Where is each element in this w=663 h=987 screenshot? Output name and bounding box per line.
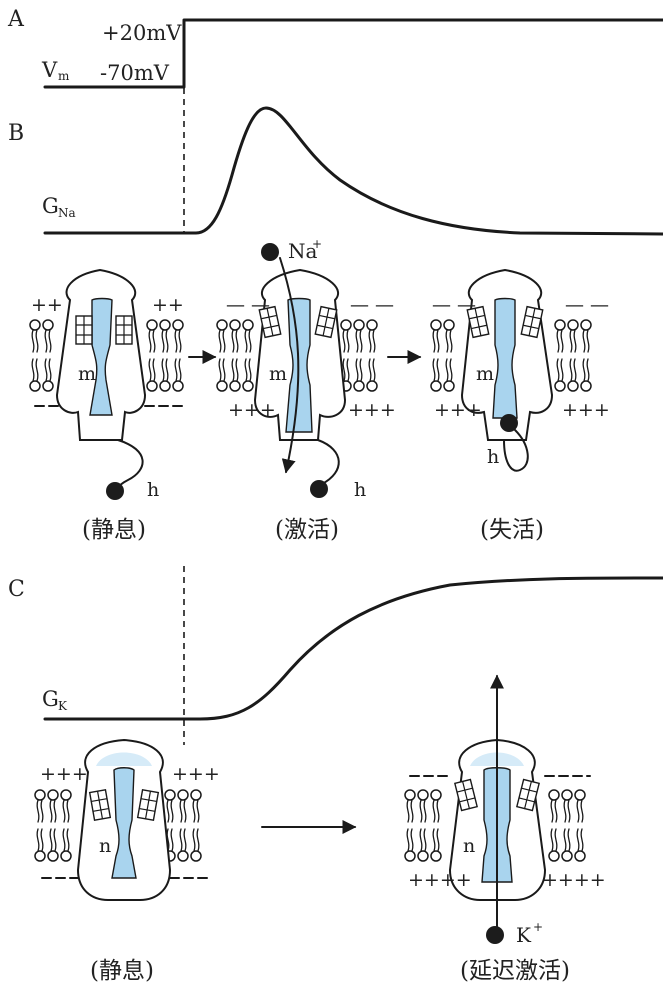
- gk-subscript: K: [58, 699, 68, 713]
- charge-active-bottom-right: +++: [348, 399, 396, 421]
- potassium-conductance-trace: [43, 576, 663, 721]
- h-gate-tether: [116, 439, 144, 490]
- vm-label: V m: [41, 58, 70, 83]
- k-charge-top-right: +++: [172, 763, 220, 785]
- k-ion-charge: +: [533, 920, 543, 934]
- h-gate-tether-active: [317, 439, 340, 485]
- h-gate-label: h: [147, 479, 159, 501]
- charge-inact-top-right: — —: [565, 294, 609, 316]
- membrane-right: [146, 319, 184, 392]
- gna-subscript: Na: [58, 206, 76, 220]
- na-state-inactivated-caption: (失活): [480, 517, 544, 543]
- voltage-low-label: -70mV: [100, 61, 170, 85]
- voltage-high-label: +20mV: [102, 21, 182, 45]
- channel-pore: [89, 297, 113, 416]
- charge-inact-bottom-right: +++: [562, 399, 610, 421]
- k-ion: [486, 926, 504, 944]
- charge-active-top-right: — —: [350, 294, 394, 316]
- na-channel-active: m Na + h — — — — +++ +++: [216, 237, 396, 501]
- charge-top-left: ++: [31, 294, 63, 316]
- panel-a-label: A: [7, 7, 25, 32]
- voltage-step-trace: [43, 18, 663, 89]
- na-influx-arrow: [279, 257, 300, 474]
- sodium-conductance-trace: [43, 106, 663, 236]
- vm-symbol: V: [41, 58, 58, 82]
- charge-active-bottom-left: +++: [228, 399, 276, 421]
- n-gate-label: n: [99, 835, 111, 857]
- k-channel-resting: n +++ +++: [34, 738, 220, 901]
- n-gate-label-active: n: [463, 835, 475, 857]
- k-charge-bottom-left: ++++: [408, 869, 472, 891]
- na-ion-charge: +: [312, 237, 322, 251]
- panel-c-label: C: [8, 577, 25, 602]
- k-channel-cap-dots: [96, 752, 152, 766]
- charge-active-top-left: — —: [226, 294, 270, 316]
- membrane-left: [29, 319, 54, 392]
- gna-symbol: G: [42, 194, 59, 218]
- m-gate-label-inactivated: m: [476, 363, 494, 385]
- k-charge-bottom-right: ++++: [542, 869, 606, 891]
- na-ion: [261, 243, 279, 261]
- m-gate-label-active: m: [269, 363, 287, 385]
- na-channel-resting: m h ++ ++: [29, 268, 184, 501]
- na-channel-inactivated: m h — — — — +++ +++: [430, 268, 610, 472]
- k-charge-top-left: +++: [40, 763, 88, 785]
- h-gate-ball: [106, 482, 124, 500]
- na-ion-symbol: Na: [288, 239, 318, 263]
- gk-symbol: G: [42, 687, 59, 711]
- k-ion-symbol: K: [516, 923, 532, 947]
- h-gate-ball-active: [310, 480, 328, 498]
- vm-subscript: m: [58, 69, 70, 83]
- na-ion-label: Na +: [288, 237, 322, 263]
- panel-b-label: B: [8, 121, 24, 146]
- k-state-resting-caption: (静息): [90, 958, 154, 984]
- k-state-delayed-caption: (延迟激活): [460, 958, 570, 984]
- charge-inact-bottom-left: +++: [434, 399, 482, 421]
- k-ion-label: K +: [516, 920, 543, 947]
- na-state-resting-caption: (静息): [82, 517, 146, 543]
- charge-top-right: ++: [152, 294, 184, 316]
- gk-label: G K: [42, 687, 68, 713]
- gate-subunit-right: [115, 315, 133, 345]
- k-channel-delayed-active: n K + ++++ ++++: [404, 674, 606, 947]
- h-gate-label-active: h: [354, 479, 366, 501]
- gna-label: G Na: [42, 194, 76, 220]
- na-state-active-caption: (激活): [275, 517, 339, 543]
- h-gate-label-inactivated: h: [487, 446, 499, 468]
- h-gate-tether-inactivated: [503, 429, 529, 472]
- m-gate-label: m: [78, 363, 96, 385]
- h-gate-ball-blocking: [500, 414, 518, 432]
- gate-subunit-left: [75, 315, 93, 345]
- charge-inact-top-left: — —: [432, 294, 476, 316]
